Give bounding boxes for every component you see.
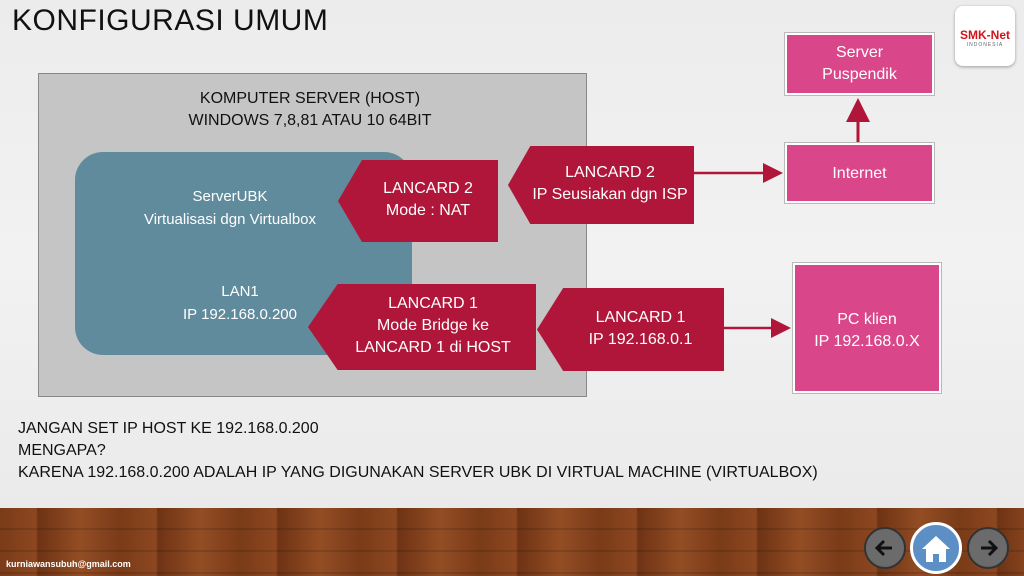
arrow-left-icon — [874, 539, 892, 557]
logo-subtext: INDONESIA — [966, 42, 1004, 48]
author-email: kurniawansubuh@gmail.com — [6, 559, 131, 569]
vm-label-line2: Virtualisasi dgn Virtualbox — [143, 211, 317, 228]
note-line1: JANGAN SET IP HOST KE 192.168.0.200 — [18, 420, 319, 437]
next-button[interactable] — [967, 527, 1009, 569]
notes-text: JANGAN SET IP HOST KE 192.168.0.200 MENG… — [18, 418, 818, 484]
logo-text: SMK-Net — [960, 28, 1010, 42]
vm-lancard2-line1: LANCARD 2 — [383, 180, 473, 197]
home-icon — [922, 536, 950, 562]
host-lancard2-line2: IP Seusiakan dgn ISP — [532, 186, 688, 203]
host-lancard2-line1: LANCARD 2 — [565, 164, 655, 181]
server-puspendik-line1: Server — [835, 44, 884, 61]
vm-label: ServerUBK Virtualisasi dgn Virtualbox — [110, 185, 350, 231]
pc-klien-line1: PC klien — [837, 311, 897, 328]
vm-lancard2-line2: Mode : NAT — [385, 202, 471, 219]
host-lancard2-arrow: LANCARD 2 IP Seusiakan dgn ISP — [508, 146, 694, 224]
smk-net-logo: SMK-Net INDONESIA — [955, 6, 1015, 66]
note-line2: MENGAPA? — [18, 442, 106, 459]
slide-title: KONFIGURASI UMUM — [12, 4, 329, 37]
server-puspendik-box: Server Puspendik — [784, 32, 935, 96]
host-label-line2: WINDOWS 7,8,81 ATAU 10 64BIT — [188, 112, 432, 129]
lan1-label-line1: LAN1 — [221, 283, 259, 300]
vm-lancard1-line3: LANCARD 1 di HOST — [355, 339, 511, 356]
wood-floor-background — [0, 508, 1024, 576]
host-lancard1-line1: LANCARD 1 — [595, 309, 686, 326]
host-label-line1: KOMPUTER SERVER (HOST) — [199, 90, 421, 107]
pc-klien-line2: IP 192.168.0.X — [814, 333, 920, 350]
pc-klien-box: PC klien IP 192.168.0.X — [792, 262, 942, 394]
server-puspendik-line2: Puspendik — [822, 66, 897, 83]
home-button[interactable] — [910, 522, 962, 574]
host-lancard1-line2: IP 192.168.0.1 — [588, 331, 693, 348]
host-lancard1-arrow: LANCARD 1 IP 192.168.0.1 — [537, 288, 724, 371]
arrow-right-icon — [981, 539, 999, 557]
host-label: KOMPUTER SERVER (HOST) WINDOWS 7,8,81 AT… — [150, 88, 470, 132]
internet-box: Internet — [784, 142, 935, 204]
internet-label: Internet — [832, 165, 887, 182]
lan1-label-line2: IP 192.168.0.200 — [183, 306, 297, 323]
vm-lancard2-arrow: LANCARD 2 Mode : NAT — [338, 160, 498, 242]
lan1-label: LAN1 IP 192.168.0.200 — [165, 280, 315, 326]
vm-lancard1-line1: LANCARD 1 — [388, 295, 478, 312]
vm-lancard1-arrow: LANCARD 1 Mode Bridge ke LANCARD 1 di HO… — [308, 284, 536, 370]
back-button[interactable] — [864, 527, 906, 569]
note-line3: KARENA 192.168.0.200 ADALAH IP YANG DIGU… — [18, 464, 818, 481]
vm-lancard1-line2: Mode Bridge ke — [376, 317, 490, 334]
vm-label-line1: ServerUBK — [192, 188, 268, 205]
